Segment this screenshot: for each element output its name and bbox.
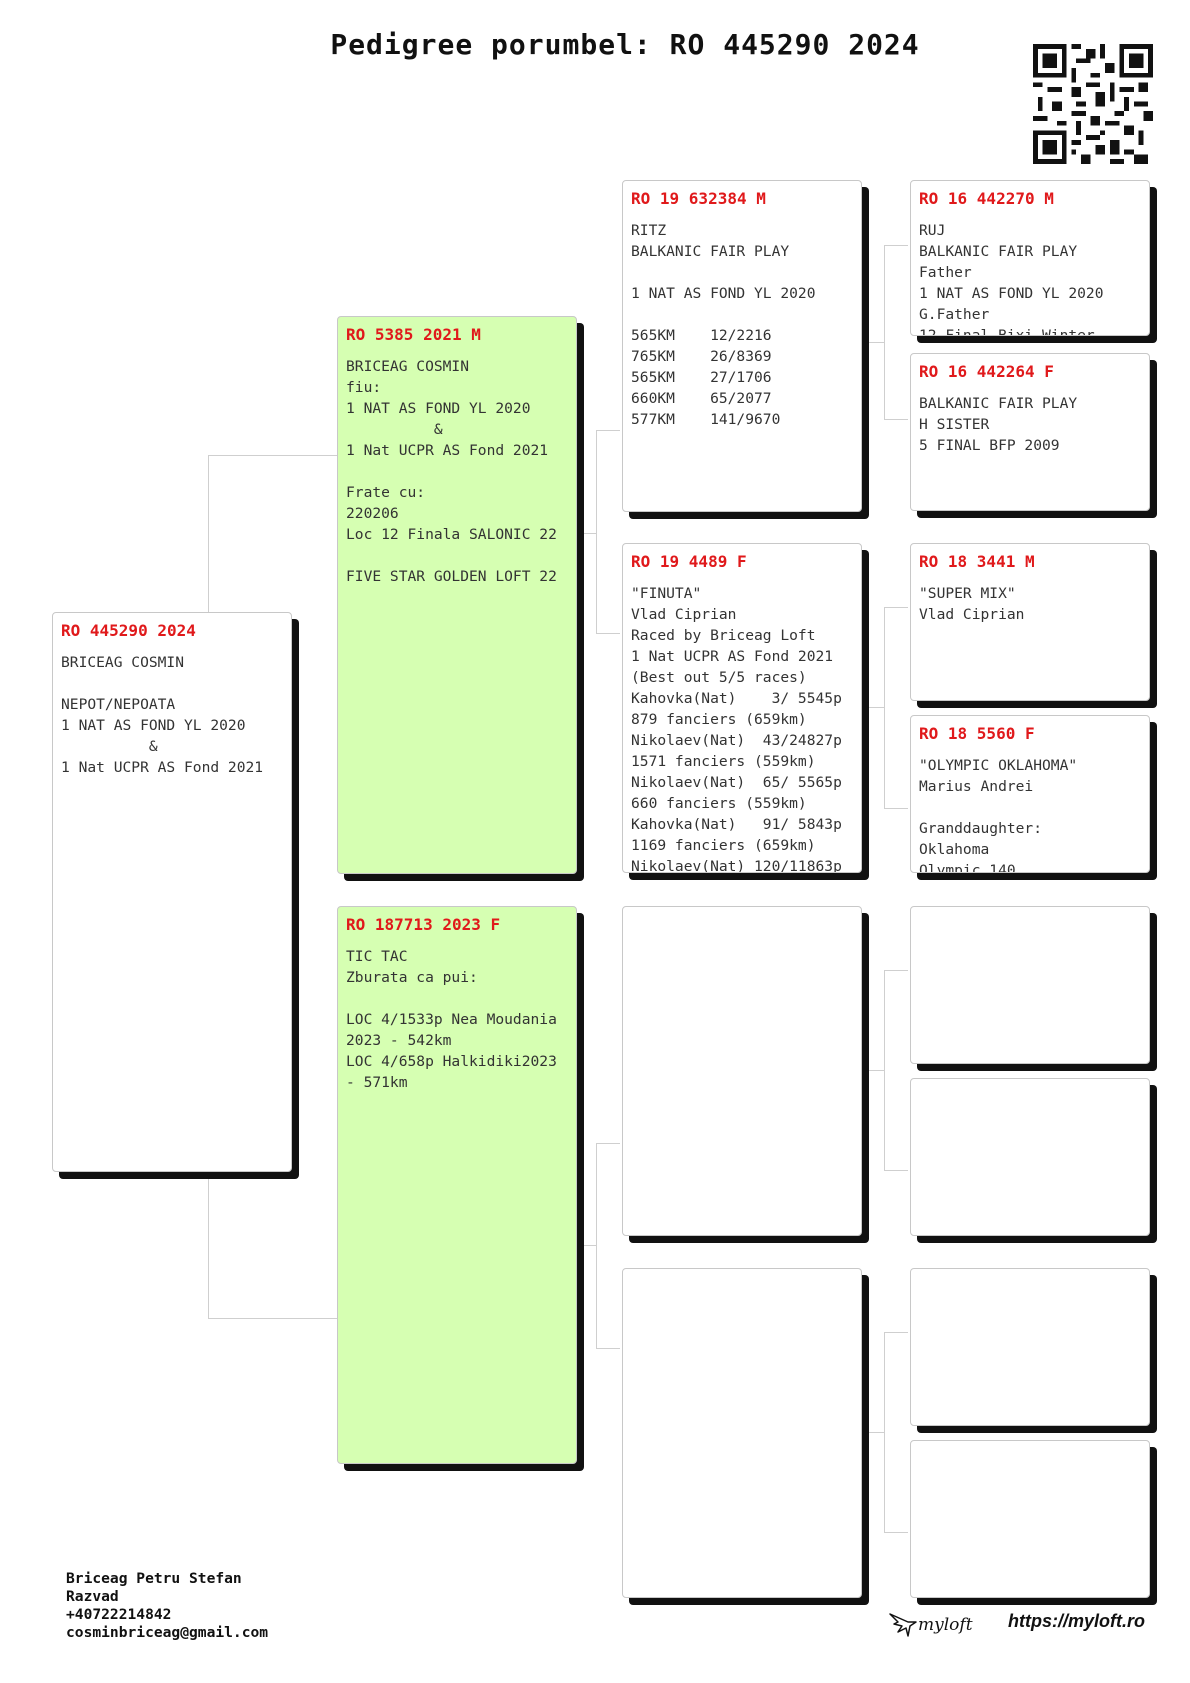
maternal-grandfather-card[interactable] [622, 906, 862, 1236]
card-details: TIC TAC Zburata ca pui: LOC 4/1533p Nea … [346, 948, 557, 1091]
ring-number: RO 16 442264 F [919, 362, 1054, 381]
ring-number: RO 187713 2023 F [346, 915, 501, 934]
ring-number: RO 445290 2024 [61, 621, 196, 640]
great-grandparent-card-3[interactable]: RO 18 3441 M "SUPER MIX" Vlad Ciprian [910, 543, 1150, 701]
ring-number: RO 18 5560 F [919, 724, 1035, 743]
qr-code-icon [1033, 44, 1153, 164]
great-grandparent-card-4[interactable]: RO 18 5560 F "OLYMPIC OKLAHOMA" Marius A… [910, 715, 1150, 873]
great-grandparent-card-1[interactable]: RO 16 442270 M RUJ BALKANIC FAIR PLAY Fa… [910, 180, 1150, 336]
card-details: "FINUTA" Vlad Ciprian Raced by Briceag L… [631, 585, 842, 873]
card-details: BALKANIC FAIR PLAY H SISTER 5 FINAL BFP … [919, 395, 1078, 454]
paternal-grandfather-card[interactable]: RO 19 632384 M RITZ BALKANIC FAIR PLAY 1… [622, 180, 862, 512]
subject-pigeon-card[interactable]: RO 445290 2024 BRICEAG COSMIN NEPOT/NEPO… [52, 612, 292, 1172]
card-details: "OLYMPIC OKLAHOMA" Marius Andrei Grandda… [919, 757, 1078, 873]
great-grandparent-card-8[interactable] [910, 1440, 1150, 1598]
brand-logo-text: myloft [918, 1615, 973, 1635]
owner-contact: Briceag Petru Stefan Razvad +40722214842… [66, 1570, 269, 1641]
card-details: BRICEAG COSMIN fiu: 1 NAT AS FOND YL 202… [346, 358, 557, 585]
great-grandparent-card-7[interactable] [910, 1268, 1150, 1426]
paternal-grandmother-card[interactable]: RO 19 4489 F "FINUTA" Vlad Ciprian Raced… [622, 543, 862, 873]
card-details: BRICEAG COSMIN NEPOT/NEPOATA 1 NAT AS FO… [61, 654, 264, 776]
card-details: RUJ BALKANIC FAIR PLAY Father 1 NAT AS F… [919, 222, 1104, 336]
great-grandparent-card-5[interactable] [910, 906, 1150, 1064]
maternal-grandmother-card[interactable] [622, 1268, 862, 1598]
myloft-bird-icon: myloft [889, 1613, 973, 1637]
card-details: "SUPER MIX" Vlad Ciprian [919, 585, 1025, 623]
mother-card[interactable]: RO 187713 2023 F TIC TAC Zburata ca pui:… [337, 906, 577, 1464]
father-card[interactable]: RO 5385 2021 M BRICEAG COSMIN fiu: 1 NAT… [337, 316, 577, 874]
brand-url-link[interactable]: https://myloft.ro [1008, 1611, 1145, 1631]
page-title: Pedigree porumbel: RO 445290 2024 [330, 28, 920, 61]
ring-number: RO 19 4489 F [631, 552, 747, 571]
card-details: RITZ BALKANIC FAIR PLAY 1 NAT AS FOND YL… [631, 222, 816, 428]
ring-number: RO 19 632384 M [631, 189, 766, 208]
ring-number: RO 5385 2021 M [346, 325, 481, 344]
great-grandparent-card-2[interactable]: RO 16 442264 F BALKANIC FAIR PLAY H SIST… [910, 353, 1150, 511]
ring-number: RO 16 442270 M [919, 189, 1054, 208]
great-grandparent-card-6[interactable] [910, 1078, 1150, 1236]
ring-number: RO 18 3441 M [919, 552, 1035, 571]
